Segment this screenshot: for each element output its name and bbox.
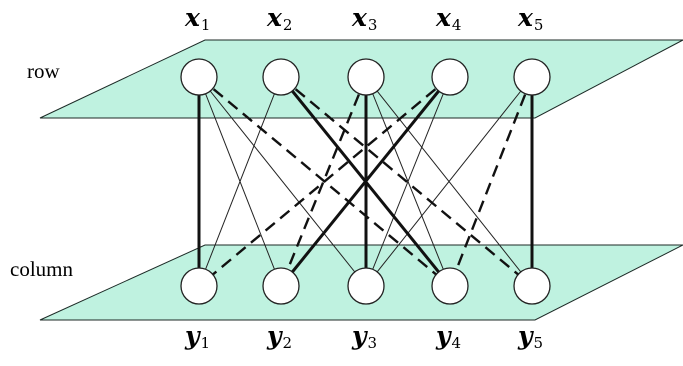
label-x2: x2 [266, 3, 292, 34]
label-x3: x3 [351, 3, 377, 34]
label-group: x1 x2 x3 x4 x5 y1 y2 y3 y4 y5 [184, 3, 543, 352]
label-y1: y1 [184, 321, 210, 352]
node-x5 [513, 58, 551, 96]
edge-x1-y3 [198, 76, 367, 287]
edge-x4-y2 [279, 76, 452, 287]
node-x4 [431, 58, 469, 96]
label-y4: y4 [435, 321, 461, 352]
node-x1 [180, 58, 218, 96]
edge-x2-y5 [280, 76, 533, 287]
node-y4 [431, 267, 469, 305]
label-y2: y2 [266, 321, 292, 352]
label-x1: x1 [184, 3, 210, 34]
edge-x5-y3 [365, 76, 533, 287]
node-y1 [180, 267, 218, 305]
edge-x4-y3 [365, 76, 451, 287]
row-plane-label: row [27, 59, 60, 83]
edge-group [197, 76, 534, 287]
column-plane-label: column [10, 257, 73, 281]
node-group [180, 58, 551, 305]
node-x3 [347, 58, 385, 96]
label-y5: y5 [517, 321, 543, 352]
edge-x2-y1 [198, 76, 282, 287]
label-y3: y3 [351, 321, 377, 352]
node-x2 [262, 58, 300, 96]
node-y5 [513, 267, 551, 305]
edge-x4-y1 [198, 76, 451, 287]
node-y2 [262, 267, 300, 305]
label-x5: x5 [517, 3, 543, 34]
node-y3 [347, 267, 385, 305]
label-x4: x4 [435, 3, 461, 34]
